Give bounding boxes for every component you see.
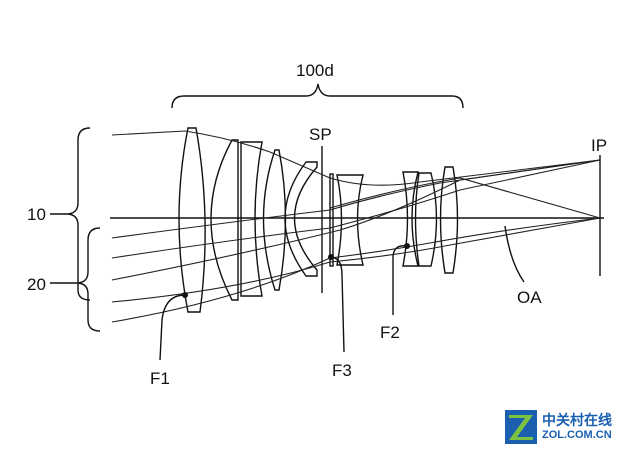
- marker-f3: [328, 254, 334, 260]
- lens-9: [439, 166, 459, 274]
- marker-f1: [182, 292, 188, 298]
- brace-20: [77, 227, 101, 332]
- label-sp: SP: [309, 125, 332, 144]
- leader-f3: [330, 256, 345, 353]
- label-20: 20: [27, 275, 46, 294]
- zol-logo-icon: [505, 410, 537, 444]
- zol-watermark: 中关村在线 ZOL.COM.CN: [505, 408, 635, 452]
- label-100d: 100d: [296, 61, 334, 80]
- lens-2: [210, 139, 239, 301]
- stop-plate: [329, 173, 334, 267]
- watermark-chinese: 中关村在线: [542, 413, 612, 429]
- light-rays: [111, 130, 601, 323]
- lens-elements: [178, 127, 459, 313]
- leader-oa: [504, 225, 525, 283]
- lens-3: [240, 141, 263, 297]
- watermark-domain: ZOL.COM.CN: [542, 429, 612, 441]
- lens-6: [336, 174, 364, 266]
- brace-10: [67, 127, 91, 301]
- label-f1: F1: [150, 369, 170, 388]
- lens-8: [414, 172, 438, 267]
- lens-1: [178, 127, 206, 313]
- marker-f2: [404, 243, 410, 249]
- label-10: 10: [27, 205, 46, 224]
- label-ip: IP: [591, 136, 607, 155]
- label-f3: F3: [332, 361, 352, 380]
- lens-5: [284, 161, 318, 277]
- lens-4: [262, 149, 287, 291]
- lens-7: [402, 171, 419, 267]
- leader-f1: [159, 294, 186, 361]
- label-oa: OA: [517, 288, 542, 307]
- brace-100d: [171, 83, 464, 109]
- label-f2: F2: [380, 323, 400, 342]
